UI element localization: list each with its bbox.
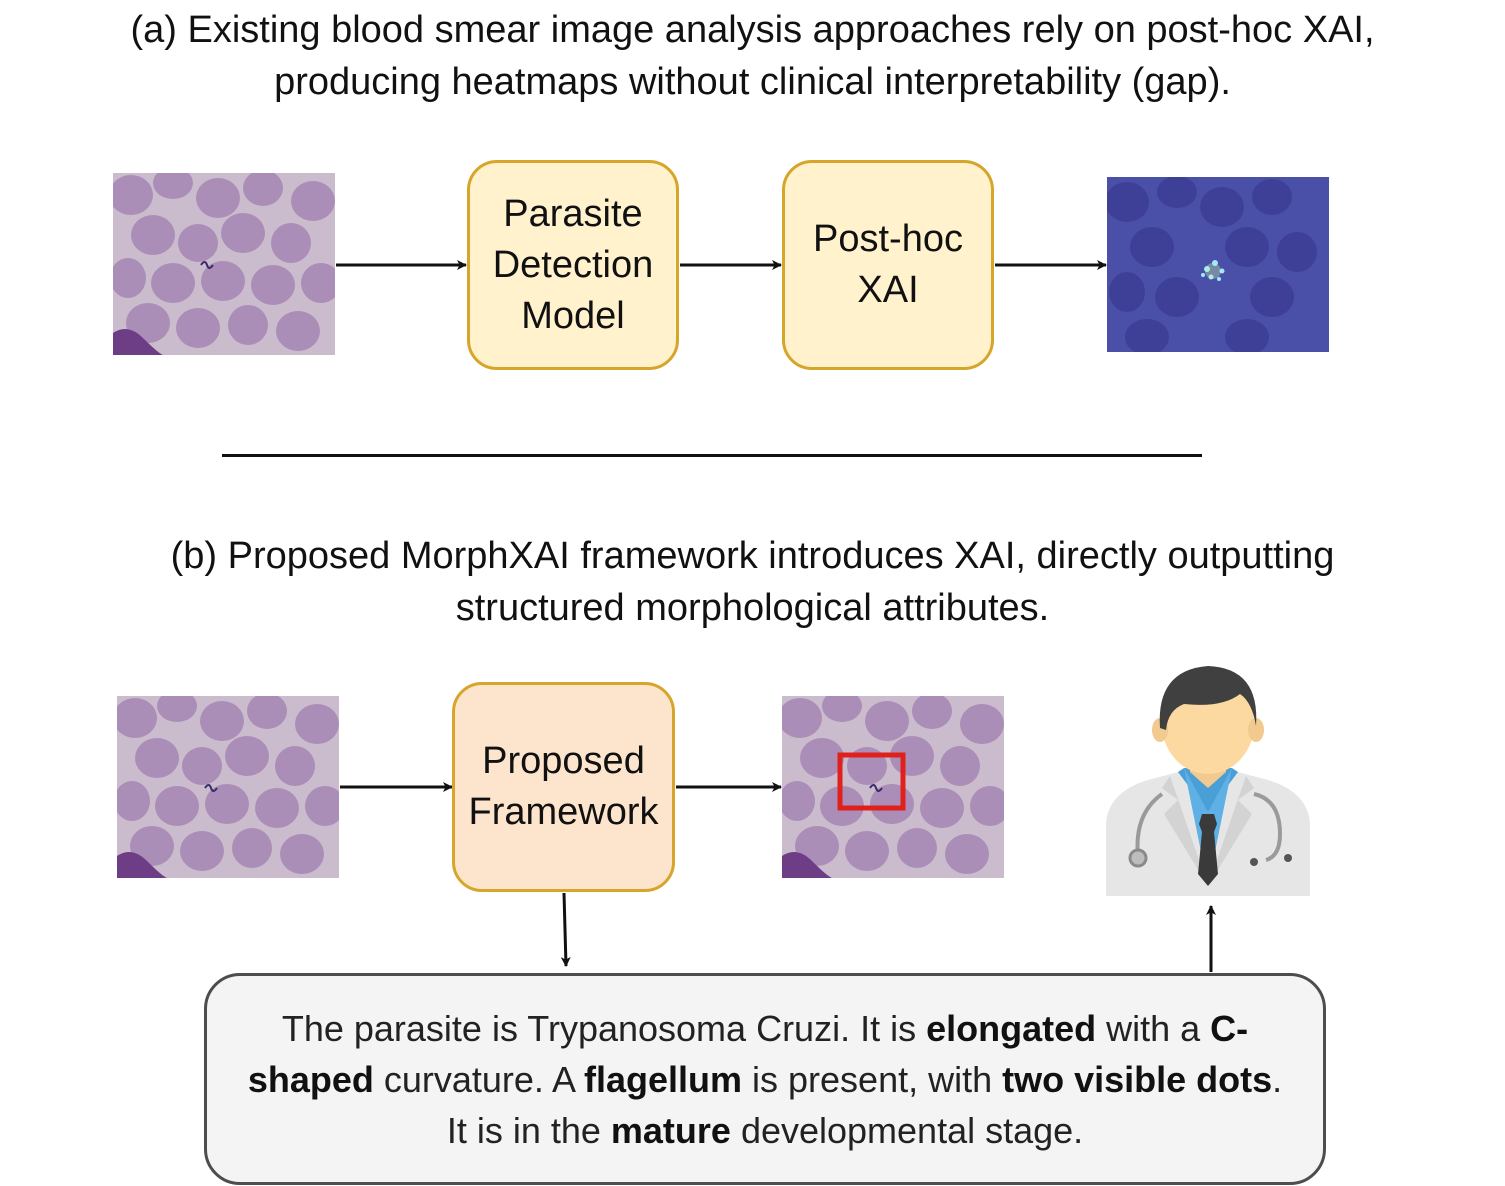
- description-text-segment: . It is in the: [446, 1058, 1283, 1151]
- description-text-segment: developmental stage.: [730, 1109, 1084, 1151]
- model-box-line1: Parasite: [503, 192, 643, 235]
- caption-b: (b) Proposed MorphXAI framework introduc…: [0, 530, 1505, 634]
- heatmap-output-image: [1107, 177, 1329, 352]
- caption-a-line1: (a) Existing blood smear image analysis …: [130, 9, 1375, 51]
- framework-box-line1: Proposed: [482, 740, 645, 782]
- description-text-segment: is present, with: [742, 1058, 1003, 1100]
- framework-box-line2: Framework: [468, 791, 659, 833]
- description-text-segment: The parasite is Trypanosoma Cruzi. It is: [281, 1007, 927, 1049]
- blood-smear-input-image-a: [113, 173, 335, 355]
- parasite-highlight-box: [837, 752, 906, 811]
- description-bold-term: mature: [610, 1109, 731, 1151]
- description-text-segment: with a: [1096, 1007, 1211, 1049]
- morphology-description-box: The parasite is Trypanosoma Cruzi. It is…: [204, 973, 1326, 1185]
- description-bold-term: flagellum: [583, 1058, 743, 1100]
- caption-b-line2: structured morphological attributes.: [455, 587, 1050, 629]
- caption-a: (a) Existing blood smear image analysis …: [0, 4, 1505, 108]
- description-bold-term: two visible dots: [1002, 1058, 1273, 1100]
- caption-b-line1: (b) Proposed MorphXAI framework introduc…: [170, 535, 1335, 577]
- xai-box-line2: XAI: [857, 269, 919, 311]
- model-box-line2: Detection: [492, 243, 654, 286]
- doctor-icon: [1106, 666, 1310, 896]
- parasite-detection-model-box: Parasite Detection Model: [467, 160, 679, 370]
- proposed-framework-box: Proposed Framework: [452, 682, 675, 892]
- annotated-output-image: [782, 696, 1004, 878]
- xai-box-line1: Post-hoc: [813, 218, 963, 260]
- description-text-segment: curvature. A: [373, 1058, 584, 1100]
- caption-a-line2: producing heatmaps without clinical inte…: [274, 61, 1231, 103]
- description-bold-term: elongated: [926, 1007, 1097, 1049]
- model-box-line3: Model: [521, 294, 625, 337]
- section-divider: [222, 454, 1202, 457]
- description-bold-term: C-shaped: [247, 1007, 1249, 1100]
- post-hoc-xai-box: Post-hoc XAI: [782, 160, 994, 370]
- morphology-description-text: The parasite is Trypanosoma Cruzi. It is…: [235, 1003, 1295, 1156]
- blood-smear-input-image-b: [117, 696, 339, 878]
